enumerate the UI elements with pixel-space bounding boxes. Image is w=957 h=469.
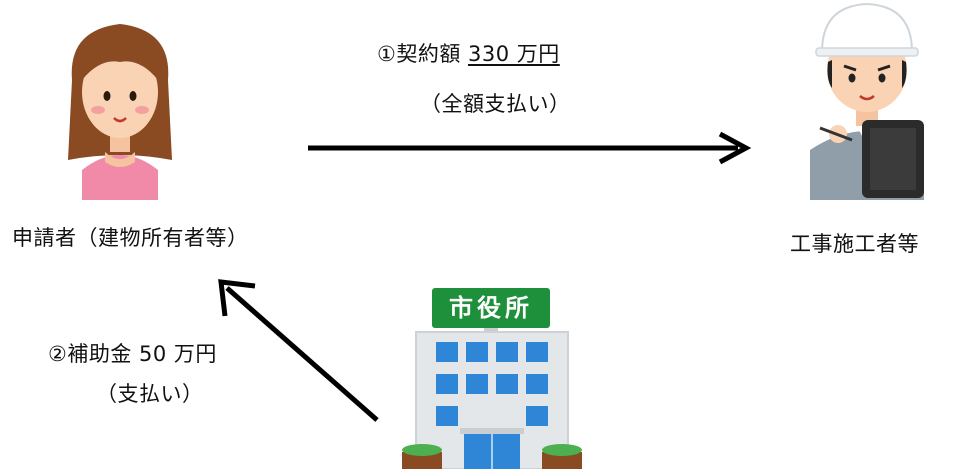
contract-prefix: ①契約額 — [377, 42, 469, 66]
subsidy-note: （支払い） — [96, 382, 204, 406]
subsidy-arrow — [218, 279, 379, 422]
contract-arrow — [308, 131, 752, 165]
city-hall-illustration: 市役所 — [402, 284, 582, 469]
applicant-label: 申請者（建物所有者等） — [12, 226, 249, 250]
subsidy-amount-label: ②補助金 50 万円 — [48, 342, 217, 366]
city-hall-sign: 市役所 — [432, 288, 550, 328]
contractor-label: 工事施工者等 — [790, 232, 919, 256]
contract-amount-label: ①契約額 330 万円 — [377, 38, 560, 68]
contract-amount: 330 万円 — [468, 42, 560, 66]
city-hall-sign-text: 市役所 — [449, 294, 533, 322]
contractor-illustration — [792, 0, 942, 200]
contract-note: （全額支払い） — [420, 92, 571, 116]
applicant-illustration — [50, 10, 190, 200]
